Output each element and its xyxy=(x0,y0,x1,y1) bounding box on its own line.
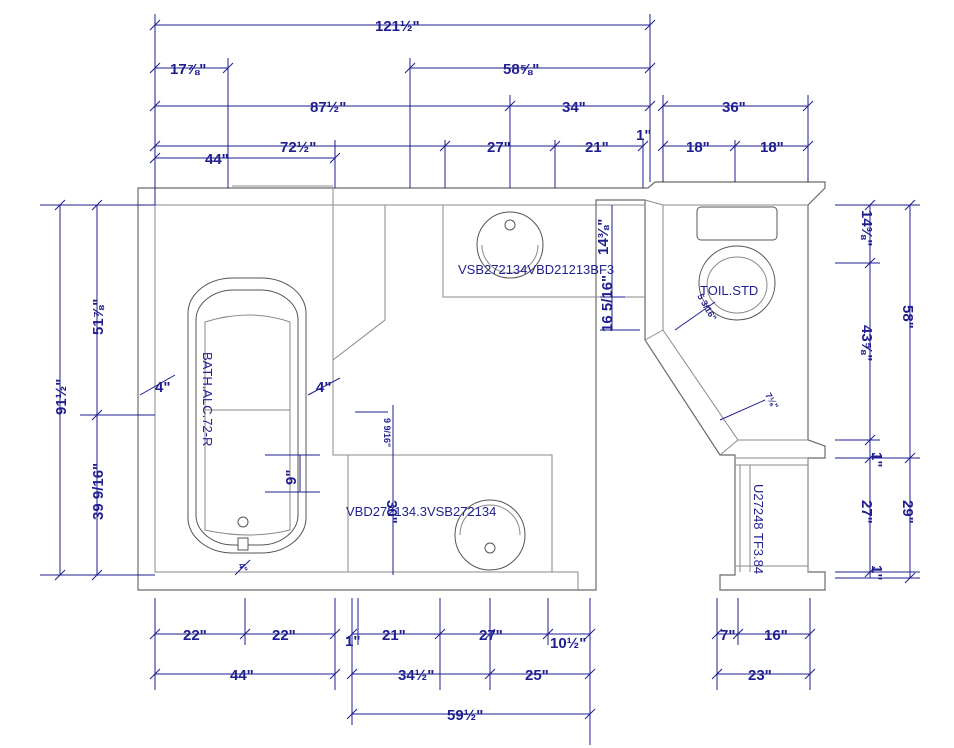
dim-right-1-a: 1" xyxy=(868,452,885,467)
dim-bot-7: 7" xyxy=(720,627,735,644)
dimension-labels: 121½" 17⅞" 58⅝" 87½" 34" 36" 72½" 27" 21… xyxy=(53,18,916,724)
outer-wall xyxy=(137,181,826,591)
dim-bot-22-a: 22" xyxy=(183,627,207,644)
dim-right-1-b: 1" xyxy=(868,565,885,580)
dim-21-top: 21" xyxy=(585,139,609,156)
dim-58-5-8: 58⅝" xyxy=(503,61,539,78)
toilet xyxy=(696,206,778,321)
dim-44-top: 44" xyxy=(205,151,229,168)
dim-bot-21: 21" xyxy=(382,627,406,644)
dim-18-b: 18" xyxy=(760,139,784,156)
dim-36: 36" xyxy=(722,99,746,116)
dim-18-a: 18" xyxy=(686,139,710,156)
dim-87-1-2: 87½" xyxy=(310,99,346,116)
label-toilet: TOIL.STD xyxy=(700,283,758,298)
dim-bot-25: 25" xyxy=(525,667,549,684)
dim-27-top: 27" xyxy=(487,139,511,156)
dim-right-27: 27" xyxy=(858,500,875,524)
label-vanity-bottom: VBD272134.3VSB272134 xyxy=(346,504,496,519)
inner-wall-wing xyxy=(662,204,808,441)
label-vanity-top: VSB272134VBD21213BF3 xyxy=(458,262,614,277)
dim-bot-44: 44" xyxy=(230,667,254,684)
tub-partition xyxy=(332,188,386,572)
dim-34-top: 34" xyxy=(562,99,586,116)
dim-1-top: 1" xyxy=(636,127,651,144)
inner-wall-main xyxy=(154,204,645,590)
dim-left-91-1-2: 91½" xyxy=(53,379,70,415)
dim-72-1-2: 72½" xyxy=(280,139,316,156)
wing-angle-wall xyxy=(644,199,739,456)
dim-bot-34-1-2: 34½" xyxy=(398,667,434,684)
upper-counter xyxy=(442,205,645,298)
bottom-sink xyxy=(454,499,526,571)
dim-bot-10-1-2: 10½" xyxy=(550,635,586,652)
dim-bot-27: 27" xyxy=(479,627,503,644)
dim-wall-4-bottom: 4" xyxy=(236,561,249,574)
dim-17-7-8: 17⅞" xyxy=(170,61,206,78)
dim-mid-14-3-8: 14⅜" xyxy=(595,219,612,255)
dim-9: 9" xyxy=(283,470,300,485)
dimension-lines xyxy=(40,14,920,745)
dim-bot-23: 23" xyxy=(748,667,772,684)
label-linen: U27248 TF3.84 xyxy=(751,484,766,574)
dim-left-51-7-8: 51⅞" xyxy=(90,299,107,335)
dim-overall-top: 121½" xyxy=(375,18,420,35)
fixture-labels: VSB272134VBD21213BF3 TOIL.STD BATH.ALC.7… xyxy=(200,262,766,574)
dim-bot-59-1-2: 59½" xyxy=(447,707,483,724)
bathtub xyxy=(187,277,307,554)
dim-right-14-3-8: 14⅜" xyxy=(858,210,875,246)
lower-counter xyxy=(348,454,553,572)
dim-wall-4-right: 4" xyxy=(316,379,331,396)
dim-30: 30" xyxy=(383,500,400,524)
top-sink xyxy=(476,211,544,279)
dim-wall-4-left: 4" xyxy=(155,379,170,396)
dim-right-58: 58" xyxy=(899,305,916,329)
dim-9-9-16: 9 9/16" xyxy=(382,418,392,447)
fixtures xyxy=(187,206,778,571)
closet-lines xyxy=(735,457,809,572)
dim-right-43-5-8: 43⅝" xyxy=(858,325,875,361)
dim-bot-1: 1" xyxy=(345,633,360,650)
dim-bot-22-b: 22" xyxy=(272,627,296,644)
walls xyxy=(137,181,826,591)
dim-bot-16: 16" xyxy=(764,627,788,644)
dim-right-29: 29" xyxy=(899,500,916,524)
dim-mid-16-5-16: 16 5/16" xyxy=(599,275,616,332)
label-bath: BATH.ALC.72-R xyxy=(200,352,215,446)
dim-left-39-9-16: 39 9/16" xyxy=(90,463,107,520)
